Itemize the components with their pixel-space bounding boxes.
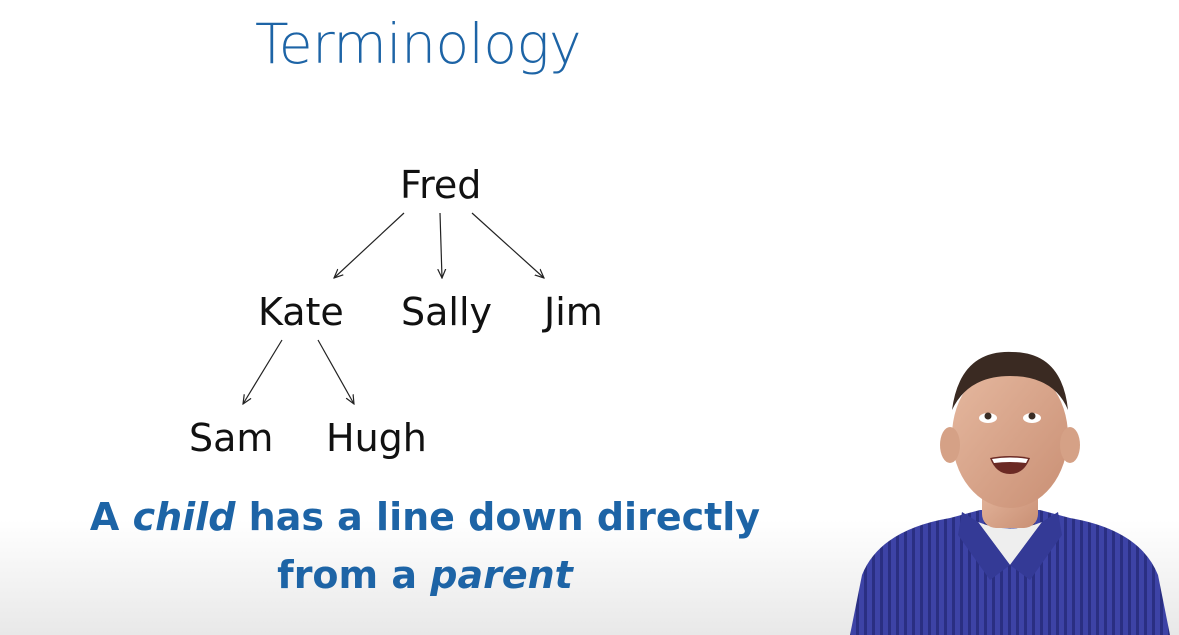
node-fred: Fred [400,163,482,207]
edge-fred-sally [440,212,442,278]
caption-term-child: child [132,495,236,539]
caption-text: A [89,495,120,539]
presenter-shirt [850,510,1170,635]
caption-term-parent: parent [430,553,573,597]
edge-kate-hugh [317,339,354,404]
node-sally: Sally [401,290,493,334]
node-sam: Sam [189,416,274,460]
presenter-face [952,364,1068,508]
caption-line-2: from a parent [60,547,790,603]
edge-fred-kate [334,212,405,278]
edge-fred-jim [471,212,544,278]
node-hugh: Hugh [326,416,427,460]
presenter-ear-right [1060,427,1080,463]
presenter-pupil-right [1028,412,1036,420]
caption-text: from a [277,553,418,597]
caption-text: has a line down directly [248,495,761,539]
presenter-collar-right [1010,512,1062,580]
edge-kate-sam [243,339,283,404]
presenter-collar-left [958,512,1010,580]
node-jim: Jim [544,290,603,334]
node-kate: Kate [258,290,344,334]
presenter-ear-left [940,427,960,463]
presenter-hair [952,351,1068,410]
presenter-pupil-left [984,412,992,420]
presenter-undershirt [978,522,1042,565]
presenter-video [850,351,1170,635]
caption-line-1: A child has a line down directly [60,489,790,545]
slide-title: Terminology [255,12,582,76]
